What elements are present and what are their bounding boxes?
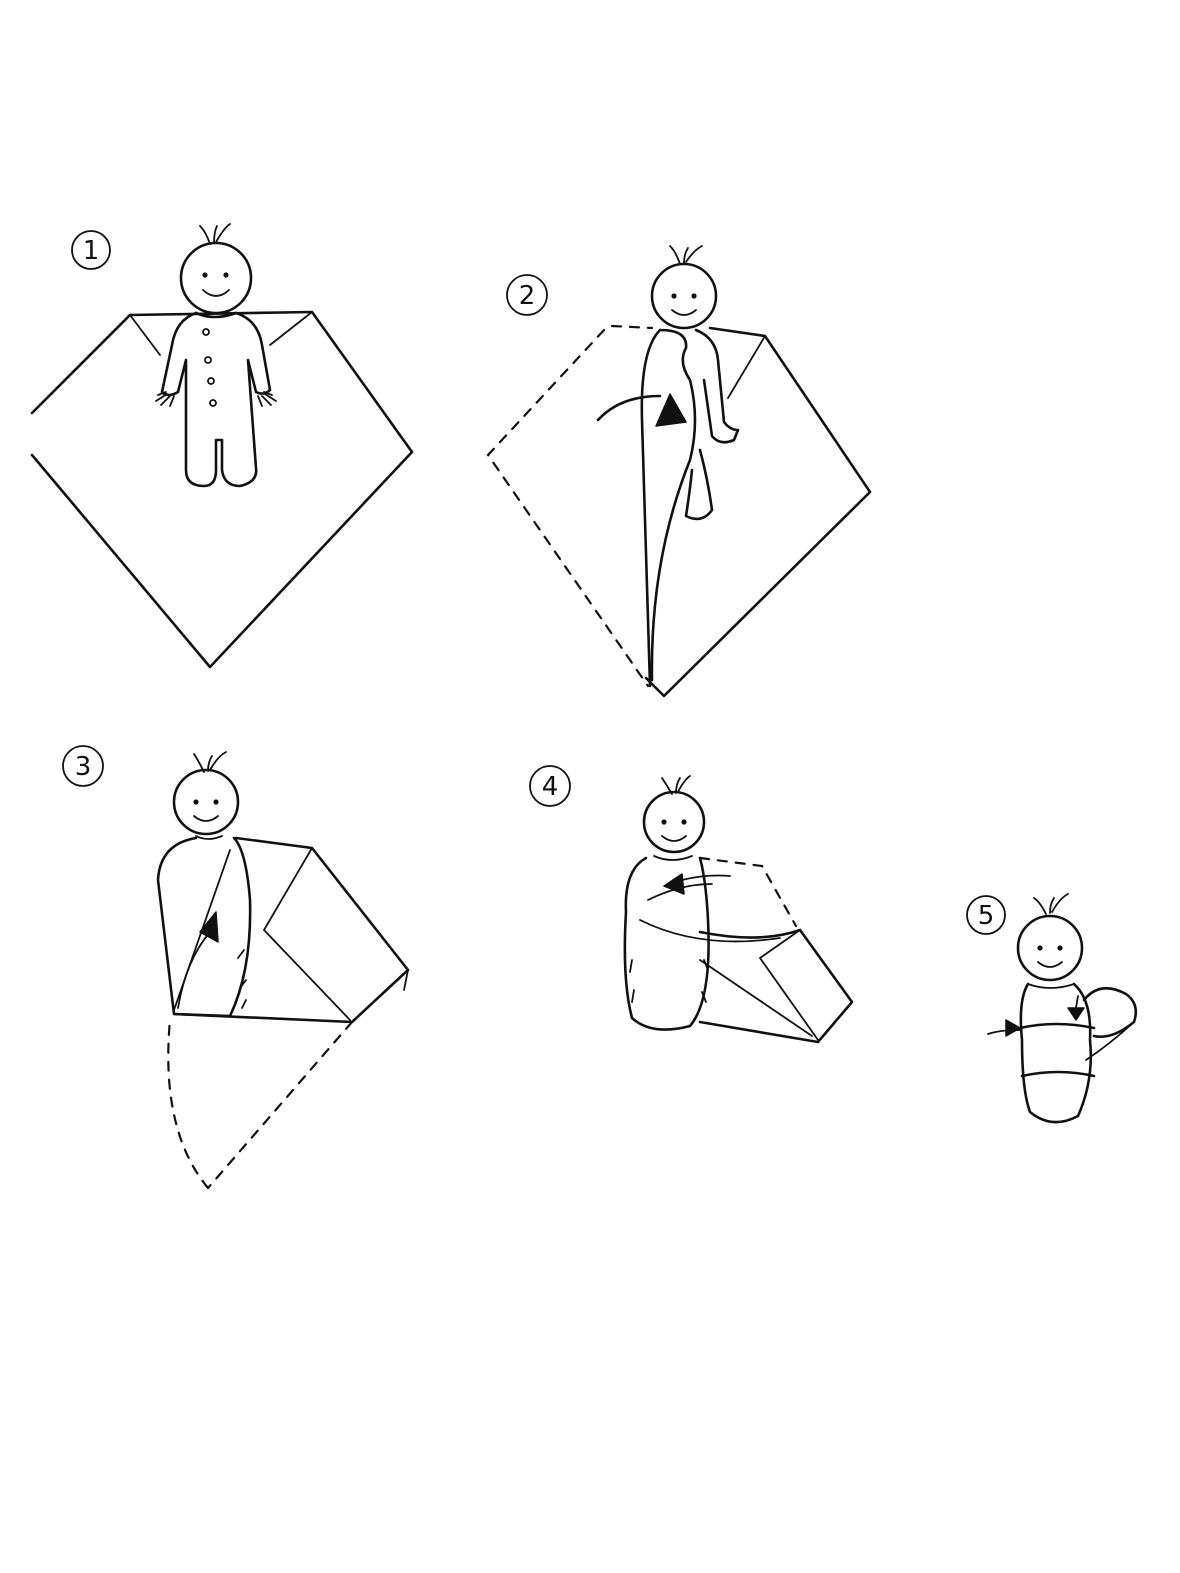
step-5-number: 5	[978, 901, 995, 931]
step-2-fold-right	[727, 335, 766, 399]
step-3-arrow-line	[177, 931, 211, 1009]
step-4-baby	[642, 775, 706, 861]
step-2-number-badge: 2	[506, 274, 548, 316]
step-4-fold-lines	[699, 929, 819, 1041]
step-2-wrapped-flap	[640, 328, 697, 688]
step-4-arrowhead-icon	[663, 873, 685, 895]
step-3-number: 3	[75, 752, 92, 782]
step-5-tuck-flap	[1082, 986, 1138, 1038]
step-3-baby	[172, 751, 240, 840]
step-2-unfolded-corner	[486, 324, 654, 688]
step-5-right-arrow-line	[1075, 995, 1079, 1009]
step-5-right-arrowhead-icon	[1067, 1007, 1085, 1021]
step-4-arrow-line	[681, 874, 731, 881]
step-4-number: 4	[542, 772, 559, 802]
step-4-unfolded-corner	[698, 856, 798, 928]
step-2-curved-arrow	[596, 394, 662, 422]
step-3-fold-lines	[263, 847, 351, 1021]
step-5-wrap-band	[1018, 1022, 1096, 1078]
step-1: 1	[30, 223, 414, 669]
step-1-fold-right	[269, 311, 313, 346]
step-1-number: 1	[83, 236, 100, 266]
step-3-unfolded-bottom	[167, 1018, 354, 1190]
step-4-wrapped-body	[623, 856, 710, 1031]
step-5-left-arrowhead-icon	[1005, 1019, 1021, 1037]
step-3-arrowhead-icon	[199, 911, 219, 943]
step-3: 3	[62, 745, 410, 1190]
step-2-arrowhead-icon	[655, 393, 687, 427]
step-1-number-badge: 1	[71, 230, 111, 270]
step-1-fold-left	[129, 314, 161, 356]
step-4-blanket	[698, 928, 854, 1044]
step-4: 4	[529, 765, 854, 1044]
step-2-blanket	[644, 326, 872, 698]
step-5-number-badge: 5	[966, 895, 1006, 935]
step-2: 2	[486, 245, 872, 698]
step-1-baby	[155, 223, 277, 488]
step-3-fold-right	[403, 969, 409, 991]
step-3-number-badge: 3	[62, 745, 104, 787]
step-5-baby	[1016, 893, 1084, 989]
step-2-number: 2	[519, 281, 536, 311]
step-2-baby	[650, 245, 740, 521]
step-5: 5	[966, 893, 1138, 1124]
step-4-number-badge: 4	[529, 765, 571, 807]
step-3-wrapped-body	[156, 836, 252, 1018]
step-5-swaddled-body	[1019, 982, 1093, 1124]
step-1-blanket	[30, 310, 414, 669]
